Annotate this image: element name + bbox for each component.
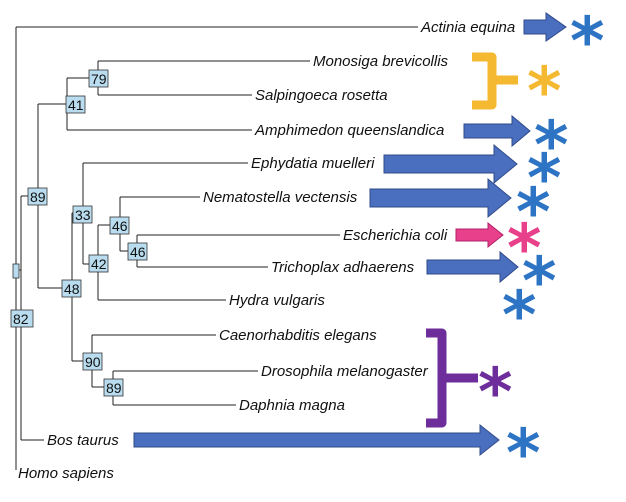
svg-text:48: 48 <box>64 281 80 297</box>
bootstrap-node-46b: 46 <box>127 242 148 261</box>
asterisk-trichoplax-icon: * <box>522 243 557 320</box>
taxon-nematostella: Nematostella vectensis <box>203 189 358 206</box>
asterisks: * * * * * * * * * * <box>478 3 605 492</box>
arrow-ephydatia <box>383 143 518 185</box>
taxon-daphnia: Daphnia magna <box>239 397 345 414</box>
bootstrap-node-41: 41 <box>65 95 86 114</box>
taxon-monosiga: Monosiga brevicollis <box>313 53 449 70</box>
bootstrap-node-33: 33 <box>72 205 93 224</box>
taxon-ecoli: Escherichia coli <box>343 227 448 244</box>
arrow-trichoplax <box>426 250 519 284</box>
arrow-ecoli <box>455 221 504 249</box>
bootstrap-node-42: 42 <box>88 254 109 273</box>
clade-brackets <box>426 52 518 428</box>
asterisk-actinia-icon: * <box>570 3 605 80</box>
bootstrap-node-89b: 89 <box>103 378 124 397</box>
asterisk-nematostella-icon: * <box>516 174 551 251</box>
taxon-drosophila: Drosophila melanogaster <box>261 363 429 380</box>
svg-text:41: 41 <box>68 97 84 113</box>
svg-text:79: 79 <box>91 71 107 87</box>
asterisk-ecoli-icon: * <box>507 210 542 287</box>
taxon-amphimedon: Amphimedon queenslandica <box>254 122 444 139</box>
asterisk-arthropods-icon: * <box>478 354 513 431</box>
bootstrap-node-46a: 46 <box>109 216 130 235</box>
arrow-nematostella <box>369 177 512 219</box>
bootstrap-values: 79 41 89 33 46 46 42 48 <box>10 69 148 397</box>
bootstrap-node-48: 48 <box>61 279 82 298</box>
taxon-labels: Actinia equina Monosiga brevicollis Salp… <box>18 19 515 482</box>
taxon-trichoplax: Trichoplax adhaerens <box>271 259 415 276</box>
svg-text:89: 89 <box>106 380 122 396</box>
bootstrap-node-90: 90 <box>82 352 103 371</box>
arrow-actinia <box>523 12 567 42</box>
asterisk-hydra-icon: * <box>502 277 537 354</box>
root-marker-box <box>12 263 20 279</box>
bracket-choanoflagellates <box>472 52 518 110</box>
taxon-salpingoeca: Salpingoeca rosetta <box>255 87 388 104</box>
bootstrap-node-82: 82 <box>10 309 34 328</box>
svg-text:33: 33 <box>75 207 91 223</box>
arrow-amphimedon <box>463 114 531 148</box>
taxon-hydra: Hydra vulgaris <box>229 292 325 309</box>
taxon-ephydatia: Ephydatia muelleri <box>251 155 375 172</box>
svg-text:90: 90 <box>85 354 101 370</box>
taxon-caenorhabditis: Caenorhabditis elegans <box>219 327 377 344</box>
asterisk-choanoflagellates-icon: * <box>527 53 562 130</box>
taxon-homo: Homo sapiens <box>18 465 114 482</box>
highlight-arrows <box>133 12 567 457</box>
bracket-arthropods-nematode <box>426 328 478 428</box>
svg-text:42: 42 <box>91 256 107 272</box>
bootstrap-node-89: 89 <box>27 187 48 206</box>
bootstrap-node-79: 79 <box>88 69 109 88</box>
asterisk-ephydatia-icon: * <box>527 140 562 217</box>
svg-text:46: 46 <box>112 218 128 234</box>
taxon-actinia: Actinia equina <box>420 19 515 36</box>
svg-text:82: 82 <box>13 311 29 327</box>
arrow-bos <box>133 423 500 457</box>
asterisk-amphimedon-icon: * <box>534 107 569 184</box>
asterisk-bos-icon: * <box>506 415 541 492</box>
svg-text:46: 46 <box>130 244 146 260</box>
svg-text:89: 89 <box>30 189 46 205</box>
taxon-bos: Bos taurus <box>47 432 119 449</box>
